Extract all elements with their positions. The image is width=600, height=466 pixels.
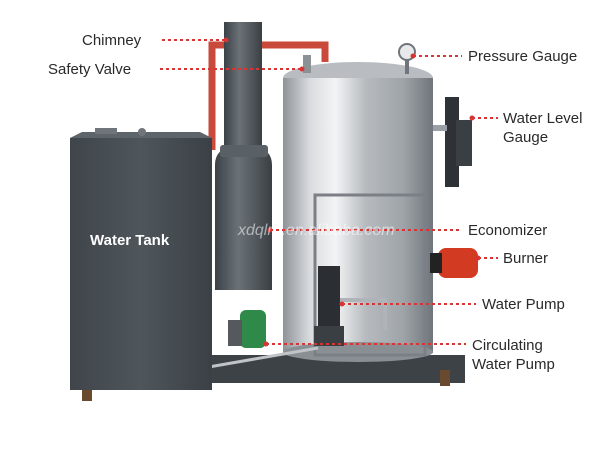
label-water-level-gauge: Water Level Gauge: [503, 109, 582, 147]
water-level-gauge: [445, 97, 459, 187]
boiler-frame: [313, 193, 427, 357]
economizer-body: [215, 145, 272, 290]
label-pressure-gauge: Pressure Gauge: [468, 48, 578, 65]
dot-water-level: [469, 115, 475, 121]
burner-motor: [430, 253, 442, 273]
dot-chimney: [223, 37, 229, 43]
label-economizer: Economizer: [468, 222, 548, 239]
water-tank-body: [70, 138, 212, 390]
label-water-level-line1: Water Level: [503, 110, 583, 127]
base-foot-left: [82, 383, 92, 401]
label-circulating-line1: Circulating: [472, 337, 543, 354]
safety-valve: [303, 55, 311, 73]
dot-water-pump: [339, 301, 345, 307]
base-foot-right: [440, 370, 450, 386]
dot-safety-valve: [299, 66, 305, 72]
leader-lines: [160, 39, 498, 345]
label-chimney: Chimney: [82, 32, 142, 49]
dot-pressure-gauge: [410, 53, 416, 59]
label-circulating-line2: Water Pump: [472, 356, 555, 373]
burner-body: [438, 248, 478, 278]
tank-cap: [138, 128, 146, 136]
water-tank-label: Water Tank: [90, 232, 170, 249]
dot-burner: [475, 255, 481, 261]
label-safety-valve: Safety Valve: [48, 61, 132, 78]
red-pipe: [208, 41, 329, 150]
feed-pipe: [340, 298, 387, 330]
water-level-block: [456, 120, 472, 166]
water-pump-base: [314, 326, 344, 346]
dot-economizer: [267, 227, 273, 233]
tank-vent: [95, 128, 117, 134]
leader-dots: [223, 37, 481, 347]
dot-circulating-pump: [263, 341, 269, 347]
watermark: xdqlrq.en.alibaba.com: [238, 222, 395, 239]
label-water-pump: Water Pump: [482, 296, 565, 313]
circulating-pump-body: [228, 320, 242, 346]
pressure-gauge-stem: [405, 60, 409, 74]
label-water-level-line2: Gauge: [503, 129, 549, 146]
circulating-pump-motor: [240, 310, 266, 348]
chimney-stack: [224, 22, 262, 147]
label-burner: Burner: [503, 250, 549, 267]
cyclone-ring: [220, 145, 268, 157]
label-circulating-water-pump: Circulating Water Pump: [472, 336, 555, 374]
water-level-pipe: [433, 125, 447, 131]
boiler-bottom: [283, 342, 433, 362]
boiler-shell: [283, 78, 433, 353]
water-pump-body: [318, 266, 340, 326]
